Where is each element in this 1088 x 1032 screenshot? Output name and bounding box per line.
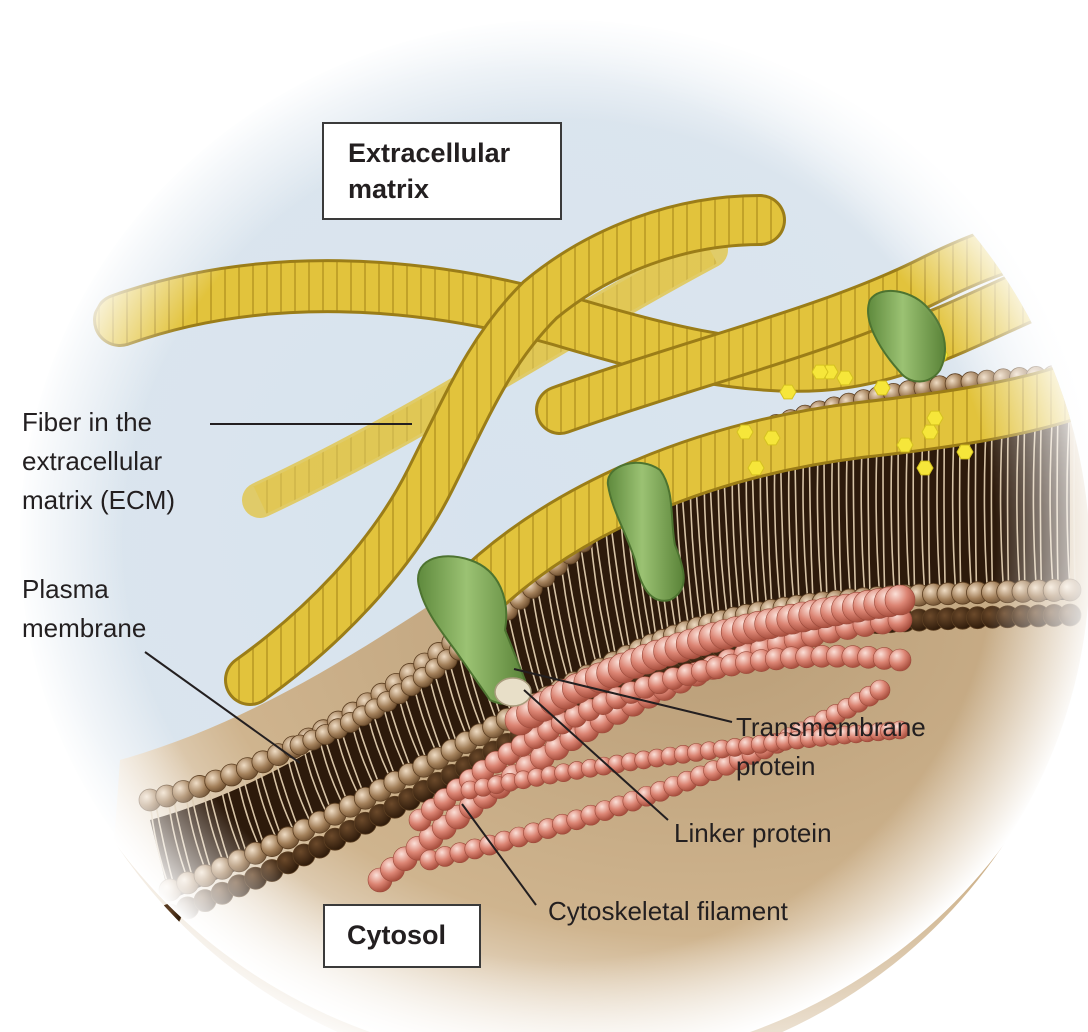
extracellular-matrix-label-line1: Extracellular: [348, 136, 510, 170]
extracellular-matrix-box: Extracellular matrix: [322, 122, 562, 220]
transmembrane-protein-label-line1: Transmembrane: [736, 709, 926, 745]
fiber-label-line2: extracellular: [22, 443, 162, 479]
fiber-label-line3: matrix (ECM): [22, 482, 175, 518]
plasma-membrane-label-line2: membrane: [22, 610, 146, 646]
cytosol-label: Cytosol: [347, 918, 446, 952]
fiber-label-line1: Fiber in the: [22, 404, 152, 440]
cytosol-box: Cytosol: [323, 904, 481, 968]
extracellular-matrix-label-line2: matrix: [348, 172, 429, 206]
linker-protein-label: Linker protein: [674, 815, 832, 851]
plasma-membrane-label-line1: Plasma: [22, 571, 109, 607]
transmembrane-protein-label-line2: protein: [736, 748, 816, 784]
cytoskeletal-filament-label: Cytoskeletal filament: [548, 893, 788, 929]
